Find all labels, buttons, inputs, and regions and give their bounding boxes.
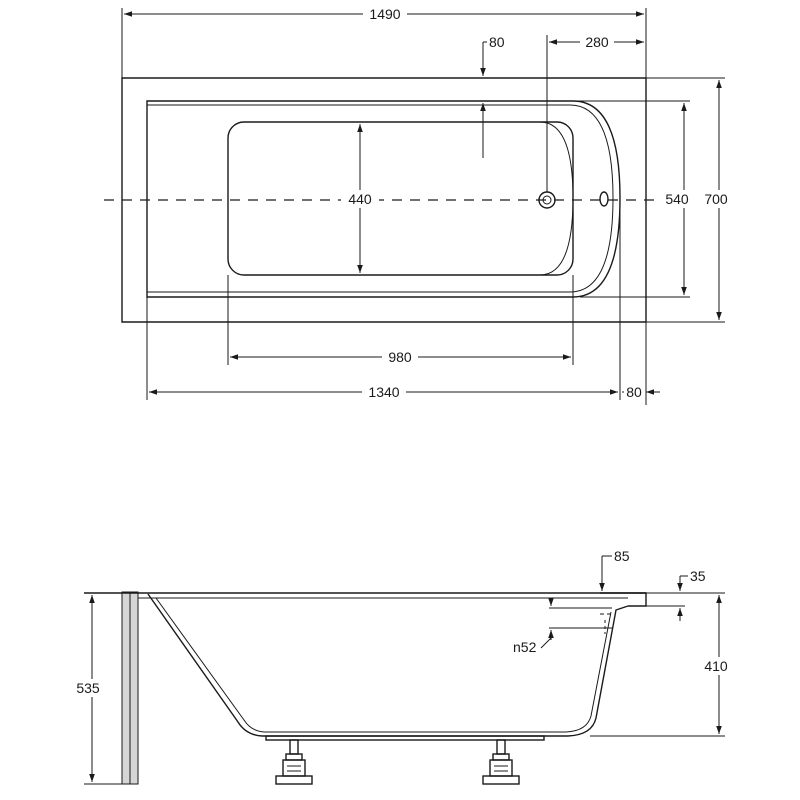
dim-inner-width: 440 bbox=[348, 191, 372, 207]
adjustable-foot-left bbox=[275, 739, 313, 785]
top-view: 1490 80 280 440 540 700 980 1340 bbox=[104, 5, 733, 405]
basin-floor bbox=[227, 121, 574, 276]
dim-leader-overflow bbox=[540, 637, 552, 649]
basin-inner-lip bbox=[147, 104, 614, 293]
dim-floor-length: 980 bbox=[388, 349, 412, 365]
dim-tub-depth: 410 bbox=[704, 658, 728, 674]
basin-outline bbox=[146, 100, 621, 298]
dim-rim-depth: 85 bbox=[614, 548, 630, 564]
dim-end-rim: 80 bbox=[626, 384, 642, 400]
dim-basin-width: 540 bbox=[665, 191, 689, 207]
side-rim-end bbox=[600, 592, 647, 607]
adjustable-foot-right bbox=[482, 739, 520, 785]
basin-floor-foot-curve bbox=[539, 121, 574, 276]
dim-rim-width: 80 bbox=[489, 34, 505, 50]
dim-drain-offset: 280 bbox=[585, 34, 609, 50]
overflow-hole bbox=[599, 191, 609, 207]
dim-overall-width: 700 bbox=[704, 191, 728, 207]
base-frame bbox=[265, 735, 545, 741]
dim-basin-length: 1340 bbox=[368, 384, 399, 400]
dim-overall-length: 1490 bbox=[369, 6, 400, 22]
tub-body bbox=[147, 593, 629, 737]
dim-total-height: 535 bbox=[76, 680, 100, 696]
tub-body-inner bbox=[155, 597, 612, 733]
dim-overflow-diameter: n52 bbox=[513, 639, 537, 655]
dim-rim-thickness: 35 bbox=[690, 568, 706, 584]
side-view: n52 85 35 bbox=[70, 548, 733, 785]
